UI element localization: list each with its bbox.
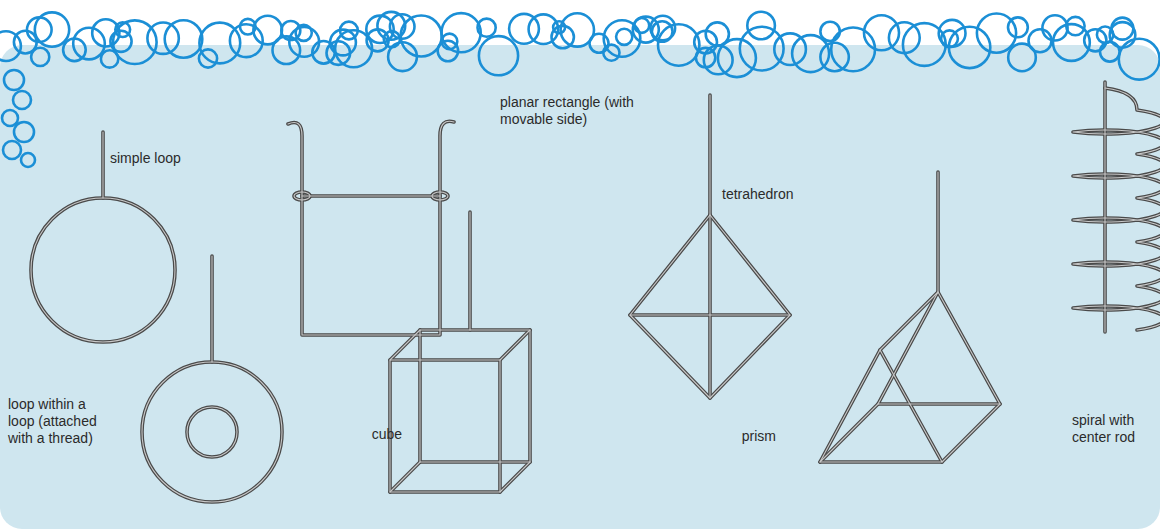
part-label: loop within a loop (attached with a thre… [8,396,108,447]
part-label: spiral with center rod [1072,412,1156,446]
part-label: tetrahedron [722,186,832,203]
part-label: simple loop [110,150,230,167]
background-panel [0,45,1160,529]
part-label: planar rectangle (with movable side) [500,94,635,128]
bubbles [0,12,1160,167]
part-label: cube [342,426,402,443]
part-label: prism [716,428,776,445]
wire-frames [31,82,1160,502]
